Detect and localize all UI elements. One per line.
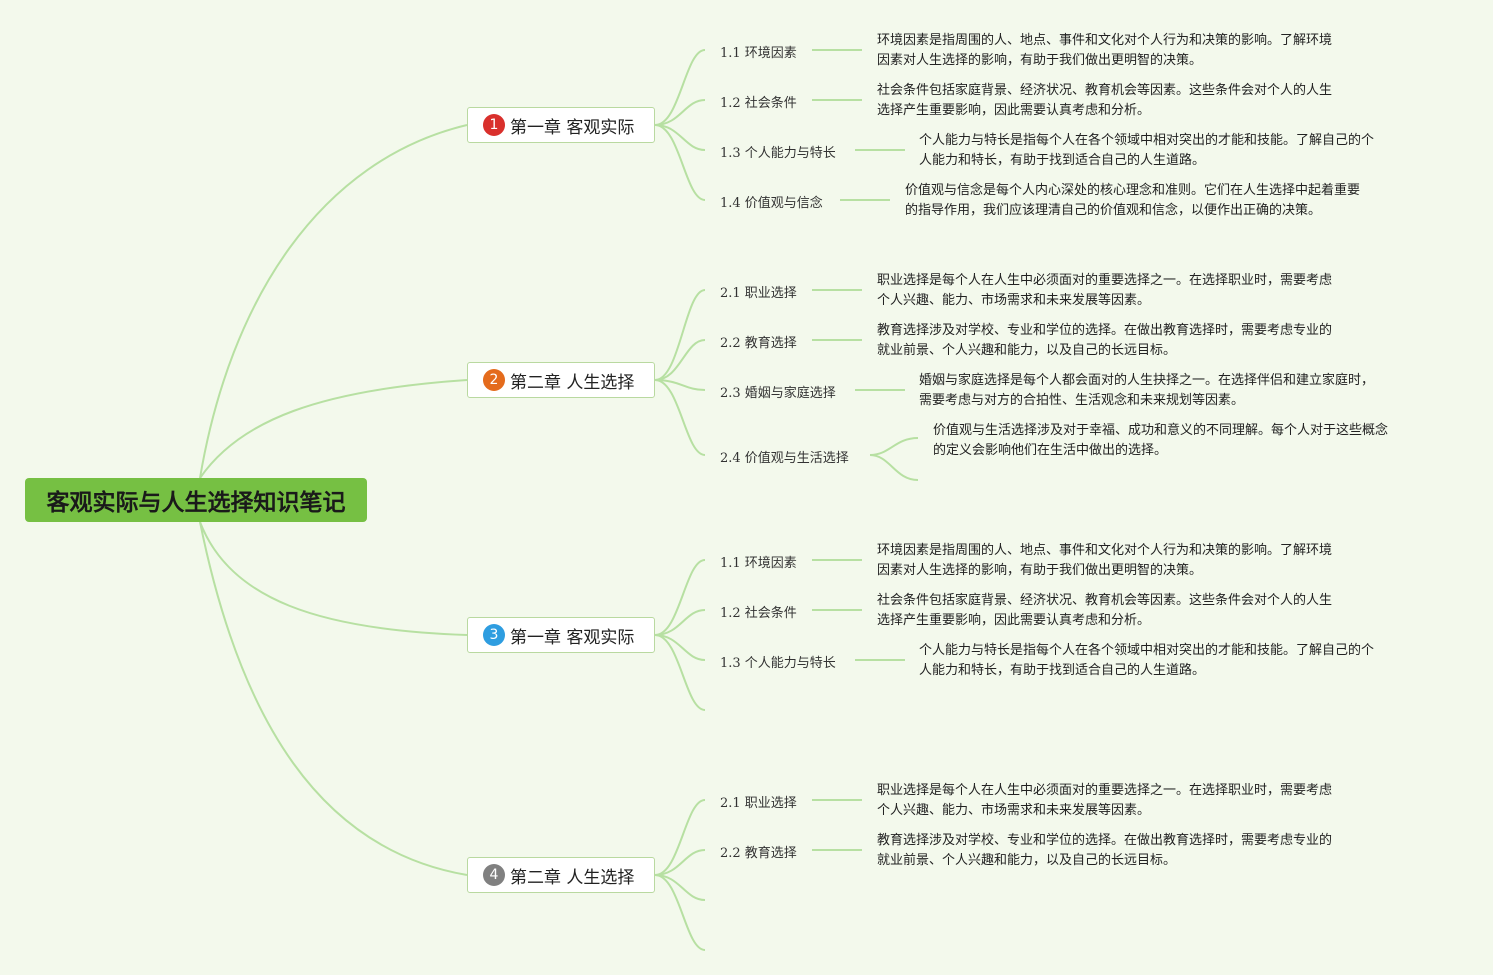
desc-line: 人能力和特长，有助于找到适合自己的人生道路。	[919, 153, 1206, 168]
chapter-1-badge: 1	[483, 114, 505, 136]
chapter-4-branch-2	[654, 849, 706, 876]
chapter-2-badge: 2	[483, 369, 505, 391]
desc-2-2[interactable]: 教育选择涉及对学校、专业和学位的选择。在做出教育选择时，需要考虑专业的 就业前景…	[877, 321, 1332, 361]
desc-4-2[interactable]: 教育选择涉及对学校、专业和学位的选择。在做出教育选择时，需要考虑专业的 就业前景…	[877, 831, 1332, 871]
desc-3-1[interactable]: 环境因素是指周围的人、地点、事件和文化对个人行为和决策的影响。了解环境 因素对人…	[877, 541, 1332, 581]
desc-line: 环境因素是指周围的人、地点、事件和文化对个人行为和决策的影响。了解环境	[877, 543, 1333, 558]
topic-1-2[interactable]: 1.2 社会条件	[720, 96, 797, 111]
desc-4-1[interactable]: 职业选择是每个人在人生中必须面对的重要选择之一。在选择职业时，需要考虑 个人兴趣…	[877, 781, 1332, 821]
desc-line: 因素对人生选择的影响，有助于我们做出更明智的决策。	[877, 563, 1203, 578]
chapter-3-title: 第一章 客观实际	[510, 627, 635, 648]
desc-1-1[interactable]: 环境因素是指周围的人、地点、事件和文化对个人行为和决策的影响。了解环境 因素对人…	[877, 31, 1332, 71]
desc-line: 就业前景、个人兴趣和能力，以及自己的长远目标。	[877, 853, 1177, 868]
topic-2-3[interactable]: 2.3 婚姻与家庭选择	[720, 386, 836, 401]
chapter-1-branch-1	[654, 49, 706, 126]
desc-line: 个人兴趣、能力、市场需求和未来发展等因素。	[877, 803, 1151, 818]
desc-line: 个人能力与特长是指每个人在各个领域中相对突出的才能和技能。了解自己的个	[919, 643, 1375, 658]
desc-1-2[interactable]: 社会条件包括家庭背景、经济状况、教育机会等因素。这些条件会对个人的人生 选择产生…	[877, 81, 1332, 121]
root-to-chapter-1	[199, 124, 468, 479]
chapter-4-branch-4	[654, 874, 706, 951]
topic-4-2[interactable]: 2.2 教育选择	[720, 846, 797, 861]
desc-line: 的指导作用，我们应该理清自己的价值观和信念，以便作出正确的决策。	[905, 203, 1322, 218]
desc-line: 教育选择涉及对学校、专业和学位的选择。在做出教育选择时，需要考虑专业的	[877, 833, 1333, 848]
desc-line: 的定义会影响他们在生活中做出的选择。	[933, 443, 1168, 458]
chapter-4-branch-1	[654, 799, 706, 876]
chapter-2-title: 第二章 人生选择	[510, 372, 635, 393]
root-to-chapter-4	[199, 521, 468, 876]
chapter-2-branch-2	[654, 339, 706, 381]
desc-line: 婚姻与家庭选择是每个人都会面对的人生抉择之一。在选择伴侣和建立家庭时，	[919, 373, 1375, 388]
chapter-3-badge: 3	[483, 624, 505, 646]
desc-line: 个人能力与特长是指每个人在各个领域中相对突出的才能和技能。了解自己的个	[919, 133, 1375, 148]
topic-2-2[interactable]: 2.2 教育选择	[720, 336, 797, 351]
desc-line: 价值观与信念是每个人内心深处的核心理念和准则。它们在人生选择中起着重要	[905, 183, 1361, 198]
chapter-1-branch-2	[654, 99, 706, 126]
chapter-3-branch-1	[654, 559, 706, 636]
topic-2-4-fork-upper	[869, 437, 919, 456]
chapter-3-branch-2	[654, 609, 706, 636]
desc-line: 人能力和特长，有助于找到适合自己的人生道路。	[919, 663, 1206, 678]
topic-1-3[interactable]: 1.3 个人能力与特长	[720, 146, 836, 161]
chapter-3-branch-4	[654, 634, 706, 711]
topic-1-4[interactable]: 1.4 价值观与信念	[720, 196, 823, 211]
desc-3-2[interactable]: 社会条件包括家庭背景、经济状况、教育机会等因素。这些条件会对个人的人生 选择产生…	[877, 591, 1332, 631]
topic-2-1[interactable]: 2.1 职业选择	[720, 286, 797, 301]
desc-2-4[interactable]: 价值观与生活选择涉及对于幸福、成功和意义的不同理解。每个人对于这些概念 的定义会…	[933, 421, 1388, 461]
desc-line: 个人兴趣、能力、市场需求和未来发展等因素。	[877, 293, 1151, 308]
chapter-4-badge: 4	[483, 864, 505, 886]
chapter-3-node[interactable]: 3 第一章 客观实际	[467, 617, 655, 653]
desc-2-1[interactable]: 职业选择是每个人在人生中必须面对的重要选择之一。在选择职业时，需要考虑 个人兴趣…	[877, 271, 1332, 311]
root-to-chapter-3	[199, 521, 468, 636]
root-topic[interactable]: 客观实际与人生选择知识笔记	[25, 478, 367, 522]
desc-line: 需要考虑与对方的合拍性、生活观念和未来规划等因素。	[919, 393, 1245, 408]
topic-3-3[interactable]: 1.3 个人能力与特长	[720, 656, 836, 671]
desc-line: 价值观与生活选择涉及对于幸福、成功和意义的不同理解。每个人对于这些概念	[933, 423, 1389, 438]
desc-line: 选择产生重要影响，因此需要认真考虑和分析。	[877, 613, 1151, 628]
desc-line: 教育选择涉及对学校、专业和学位的选择。在做出教育选择时，需要考虑专业的	[877, 323, 1333, 338]
chapter-2-branch-3	[654, 379, 706, 391]
topic-2-4[interactable]: 2.4 价值观与生活选择	[720, 451, 849, 466]
topic-3-2[interactable]: 1.2 社会条件	[720, 606, 797, 621]
topic-1-1[interactable]: 1.1 环境因素	[720, 46, 797, 61]
topic-2-4-fork-lower	[869, 454, 919, 481]
topic-3-1[interactable]: 1.1 环境因素	[720, 556, 797, 571]
chapter-1-node[interactable]: 1 第一章 客观实际	[467, 107, 655, 143]
desc-3-3[interactable]: 个人能力与特长是指每个人在各个领域中相对突出的才能和技能。了解自己的个 人能力和…	[919, 641, 1374, 681]
desc-line: 因素对人生选择的影响，有助于我们做出更明智的决策。	[877, 53, 1203, 68]
chapter-1-branch-4	[654, 124, 706, 201]
chapter-4-title: 第二章 人生选择	[510, 867, 635, 888]
chapter-2-branch-4	[654, 379, 706, 456]
desc-2-3[interactable]: 婚姻与家庭选择是每个人都会面对的人生抉择之一。在选择伴侣和建立家庭时， 需要考虑…	[919, 371, 1374, 411]
chapter-2-node[interactable]: 2 第二章 人生选择	[467, 362, 655, 398]
desc-line: 职业选择是每个人在人生中必须面对的重要选择之一。在选择职业时，需要考虑	[877, 783, 1333, 798]
topic-4-1[interactable]: 2.1 职业选择	[720, 796, 797, 811]
root-to-chapter-2	[199, 379, 468, 479]
desc-1-3[interactable]: 个人能力与特长是指每个人在各个领域中相对突出的才能和技能。了解自己的个 人能力和…	[919, 131, 1374, 171]
chapter-1-title: 第一章 客观实际	[510, 117, 635, 138]
desc-line: 环境因素是指周围的人、地点、事件和文化对个人行为和决策的影响。了解环境	[877, 33, 1333, 48]
chapter-2-branch-1	[654, 289, 706, 381]
desc-line: 社会条件包括家庭背景、经济状况、教育机会等因素。这些条件会对个人的人生	[877, 83, 1333, 98]
chapter-4-node[interactable]: 4 第二章 人生选择	[467, 857, 655, 893]
desc-line: 职业选择是每个人在人生中必须面对的重要选择之一。在选择职业时，需要考虑	[877, 273, 1333, 288]
desc-1-4[interactable]: 价值观与信念是每个人内心深处的核心理念和准则。它们在人生选择中起着重要 的指导作…	[905, 181, 1360, 221]
root-title: 客观实际与人生选择知识笔记	[46, 490, 346, 516]
desc-line: 社会条件包括家庭背景、经济状况、教育机会等因素。这些条件会对个人的人生	[877, 593, 1333, 608]
desc-line: 就业前景、个人兴趣和能力，以及自己的长远目标。	[877, 343, 1177, 358]
desc-line: 选择产生重要影响，因此需要认真考虑和分析。	[877, 103, 1151, 118]
